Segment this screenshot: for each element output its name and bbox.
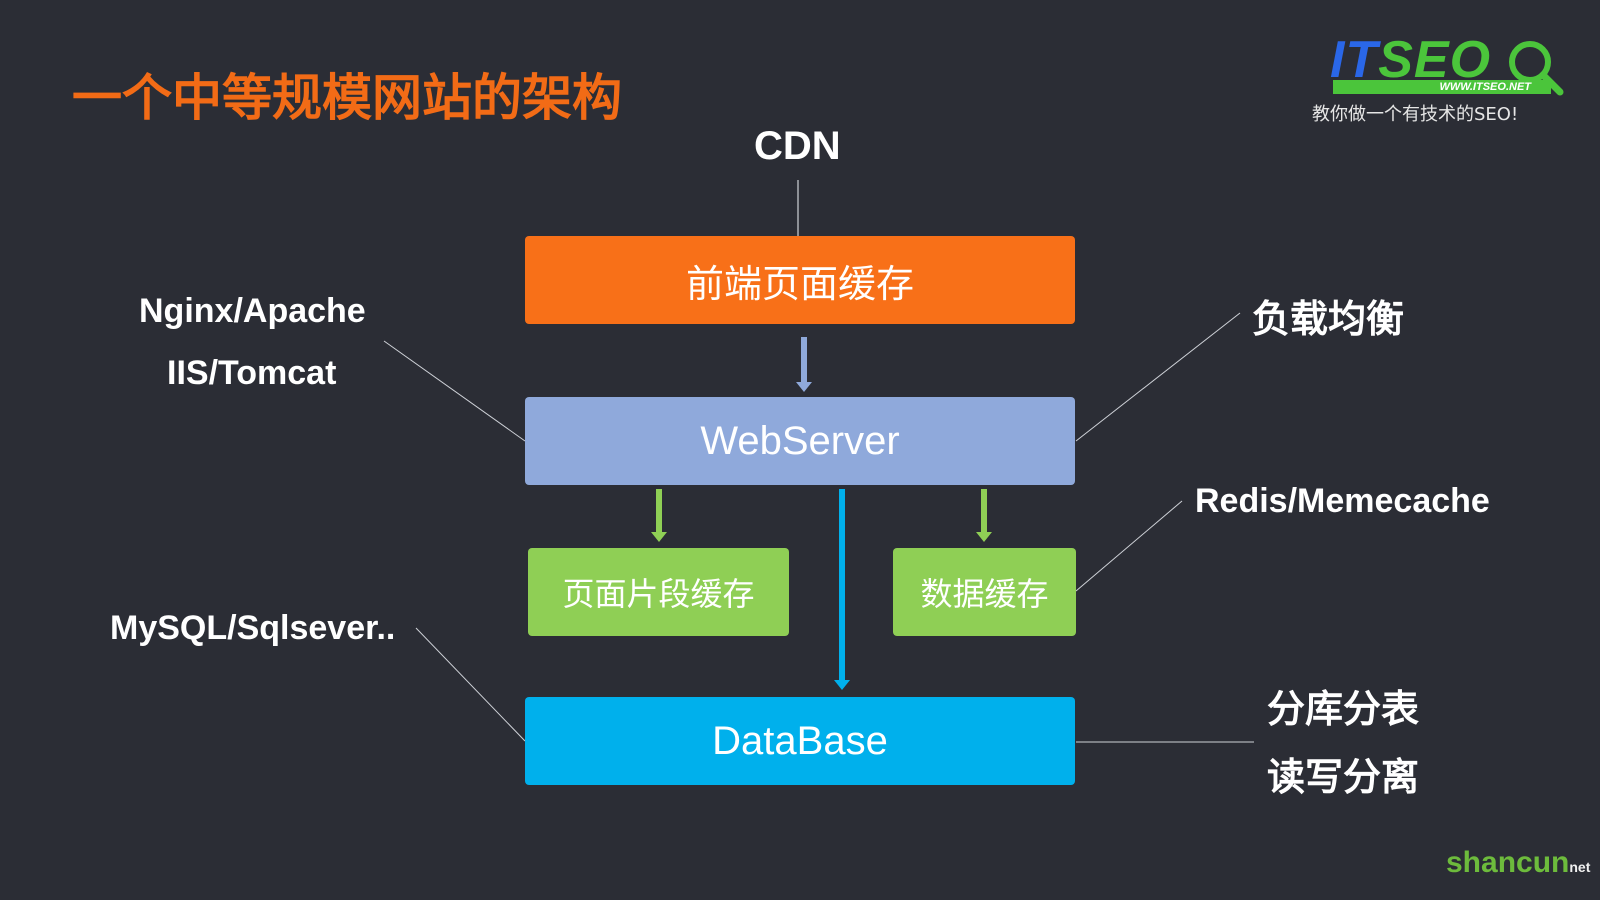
page-title: 一个中等规模网站的架构: [72, 69, 622, 127]
data-cache-box: 数据缓存: [893, 548, 1076, 636]
shancun-watermark: shancunnet: [1446, 846, 1590, 880]
webserver-software-label-1: Nginx/Apache: [139, 292, 366, 330]
itseo-logo: ITSEO WWW.ITSEO.NET 教你做一个有技术的SEO!: [1312, 31, 1568, 130]
watermark-main: shancun: [1446, 846, 1570, 879]
watermark-sub: net: [1569, 859, 1591, 875]
logo-slogan: 教你做一个有技术的SEO!: [1312, 104, 1519, 125]
cdn-label: CDN: [754, 124, 841, 168]
database-box: DataBase: [525, 697, 1075, 785]
page-fragment-cache-box: 页面片段缓存: [528, 548, 789, 636]
webserver-software-label-2: IIS/Tomcat: [167, 354, 337, 392]
redis-callout-line: [1075, 500, 1183, 592]
webserver-box: WebServer: [525, 397, 1075, 485]
db-strategy-label-2: 读写分离: [1267, 757, 1420, 799]
logo-brand-it: IT: [1330, 31, 1379, 89]
logo-wordmark: ITSEO: [1330, 30, 1491, 90]
load-balancing-callout-line: [1075, 312, 1241, 442]
cache-software-label: Redis/Memecache: [1195, 482, 1490, 520]
frontend-to-webserver-arrowhead: [796, 382, 812, 392]
load-balancing-label: 负载均衡: [1252, 299, 1405, 341]
db-strategy-label-1: 分库分表: [1267, 689, 1420, 731]
webserver-to-database-arrowhead: [834, 680, 850, 690]
mysql-callout-line: [415, 627, 526, 742]
logo-url: WWW.ITSEO.NET: [1333, 80, 1551, 94]
frontend-page-cache-box: 前端页面缓存: [525, 236, 1075, 324]
webserver-to-fragment-arrowhead: [651, 532, 667, 542]
nginx-callout-line: [383, 340, 526, 442]
db-software-label: MySQL/Sqlsever..: [110, 609, 396, 647]
webserver-to-datacache-arrowhead: [976, 532, 992, 542]
logo-brand-seo: SEO: [1378, 31, 1492, 89]
